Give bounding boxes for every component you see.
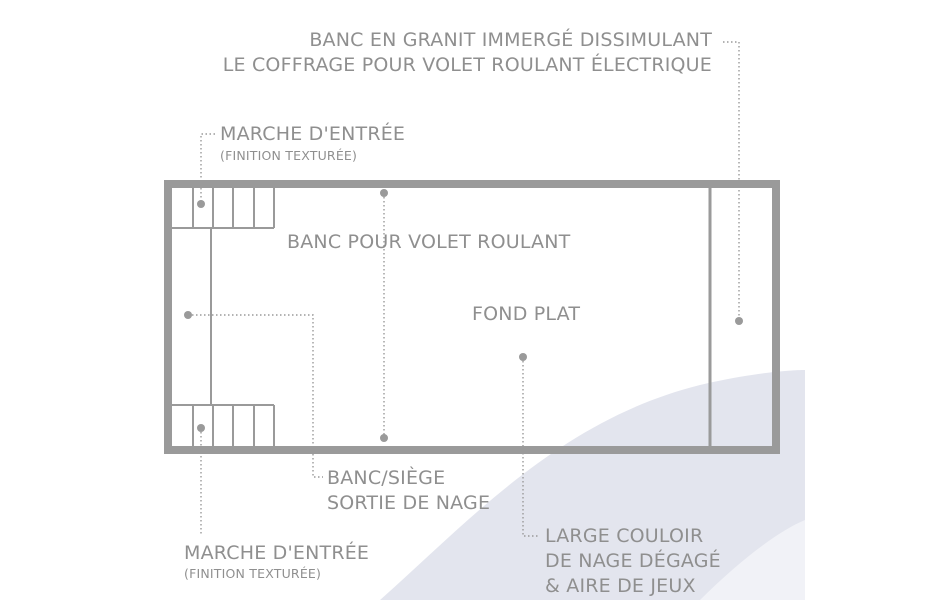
marker-dots [184,189,743,442]
label-swim-exit-line2: SORTIE DE NAGE [327,492,491,514]
leader-lane [522,357,538,537]
background-wave-light [700,520,805,600]
leader-lines [188,41,740,537]
background-wave [380,370,805,600]
leader-entry-step-top [200,133,215,203]
leader-swim-exit [188,314,323,478]
bottom-entry-steps [172,404,275,446]
dot-shutter-bottom [380,434,388,442]
dot-lane [519,353,527,361]
leader-top-bench [723,41,740,321]
label-flat-bottom: FOND PLAT [472,303,581,325]
dot-entry-step-top [197,200,205,208]
label-lane-line1: LARGE COULOIR [545,525,704,547]
label-top-bench-line2: LE COFFRAGE POUR VOLET ROULANT ÉLECTRIQU… [222,54,712,76]
label-swim-exit-line1: BANC/SIÈGE [327,467,446,489]
label-shutter-bench: BANC POUR VOLET ROULANT [287,231,571,253]
label-lane-line3: & AIRE DE JEUX [545,575,696,597]
dot-swim-exit [184,311,192,319]
top-entry-steps [172,188,275,229]
label-lane-line2: DE NAGE DÉGAGÉ [545,550,721,572]
label-entry-step-top: MARCHE D'ENTRÉE [220,123,406,145]
label-entry-step-top-note: (FINITION TEXTURÉE) [220,148,358,163]
dot-shutter-top [380,189,388,197]
dot-top-bench [735,317,743,325]
label-top-bench-line1: BANC EN GRANIT IMMERGÉ DISSIMULANT [309,29,712,51]
dot-entry-step-bottom [197,424,205,432]
label-entry-step-bottom: MARCHE D'ENTRÉE [184,542,370,564]
pool-outline [164,180,780,454]
label-entry-step-bottom-note: (FINITION TEXTURÉE) [184,566,322,581]
